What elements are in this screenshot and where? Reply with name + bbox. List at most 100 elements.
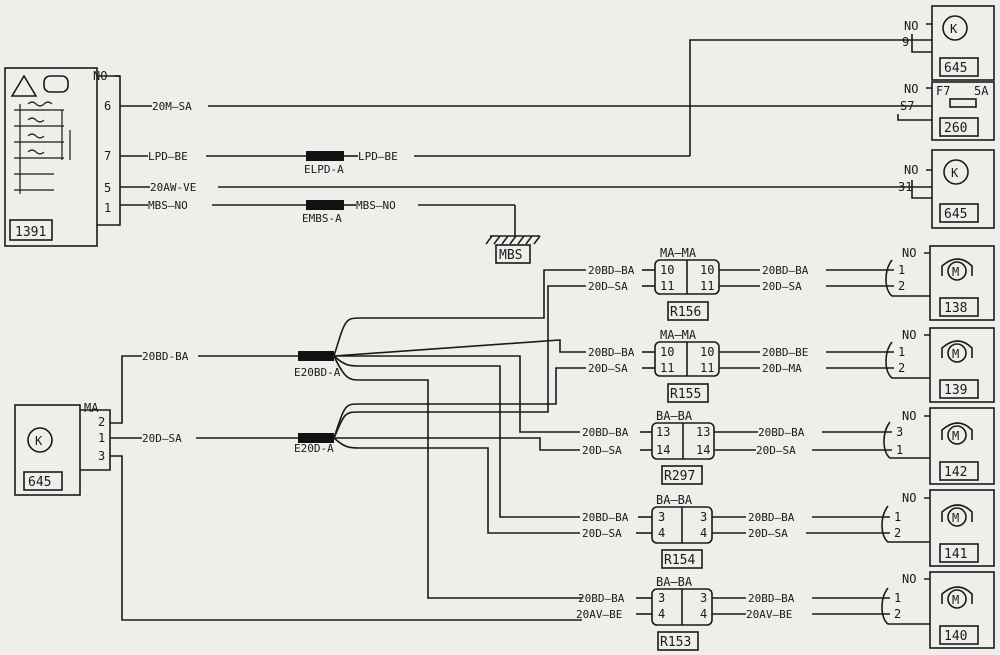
- svg-text:20BD—BA: 20BD—BA: [758, 426, 805, 439]
- connector-r155[interactable]: 20BD—BA 20D—SA MA—MA 10 11 10 11 R155 20…: [588, 328, 885, 403]
- svg-text:K: K: [951, 166, 959, 180]
- wire-20aw-ve[interactable]: 20AW-VE: [120, 181, 898, 194]
- connector-r297[interactable]: 20BD—BA 20D—SA BA—BA 13 14 13 14 R297 20…: [582, 409, 885, 485]
- component-1391-label: 1391: [15, 225, 46, 240]
- motor-icon: [947, 261, 967, 281]
- svg-text:4: 4: [700, 526, 707, 540]
- component-645-left[interactable]: K 645 MA 2 1 3: [14, 401, 111, 496]
- svg-text:20BD—BA: 20BD—BA: [762, 264, 809, 277]
- svg-text:20D—SA: 20D—SA: [582, 444, 622, 457]
- svg-text:5: 5: [104, 181, 111, 195]
- connector-r154[interactable]: 20BD—BA 20D—SA BA—BA 3 4 3 4 R154 20BD—B…: [582, 493, 885, 569]
- svg-text:141: 141: [944, 547, 967, 562]
- wire-mbs-no[interactable]: MBS—NO EMBS-A MBS—NO MBS: [120, 199, 541, 264]
- svg-text:M: M: [952, 511, 959, 525]
- svg-text:MA: MA: [84, 401, 99, 415]
- svg-text:11: 11: [700, 361, 714, 375]
- motor-140[interactable]: NO 1 2 M 140: [881, 571, 995, 649]
- harness-20d: [333, 285, 586, 534]
- svg-text:13: 13: [656, 425, 670, 439]
- svg-text:NO: NO: [902, 246, 916, 260]
- svg-text:20D—SA: 20D—SA: [762, 280, 802, 293]
- svg-text:2: 2: [98, 415, 105, 429]
- svg-text:2: 2: [898, 361, 905, 375]
- hazard-triangle-icon: [10, 74, 38, 97]
- svg-text:MBS—NO: MBS—NO: [356, 199, 396, 212]
- svg-text:E20D-A: E20D-A: [294, 442, 334, 455]
- svg-text:10: 10: [700, 263, 714, 277]
- component-645-mid[interactable]: NO 31 K 645: [898, 149, 995, 229]
- fuse-icon: [949, 98, 977, 108]
- svg-text:20BD-BA: 20BD-BA: [142, 350, 189, 363]
- svg-text:NO: NO: [904, 19, 918, 33]
- svg-text:BA—BA: BA—BA: [656, 575, 693, 589]
- svg-text:K: K: [35, 434, 43, 448]
- svg-text:20AW-VE: 20AW-VE: [150, 181, 196, 194]
- svg-text:14: 14: [656, 443, 670, 457]
- component-260-fuse[interactable]: NO S7 F7 5A 260: [893, 81, 995, 141]
- svg-text:20D—SA: 20D—SA: [748, 527, 788, 540]
- svg-text:645: 645: [944, 61, 967, 76]
- svg-text:LPD—BE: LPD—BE: [148, 150, 188, 163]
- svg-text:4: 4: [658, 607, 665, 621]
- motor-icon-3: [947, 425, 967, 445]
- svg-text:NO: NO: [904, 82, 918, 96]
- svg-text:M: M: [952, 593, 959, 607]
- motor-icon-4: [947, 507, 967, 527]
- component-645-top[interactable]: NO 9 K 645: [898, 5, 995, 81]
- svg-text:13: 13: [696, 425, 710, 439]
- component-1391[interactable]: 1391: [4, 67, 98, 247]
- svg-text:20BD—BA: 20BD—BA: [588, 264, 635, 277]
- svg-text:MBS: MBS: [499, 248, 522, 263]
- switch-circuit-icon: [14, 101, 71, 194]
- svg-text:20BD—BA: 20BD—BA: [582, 426, 629, 439]
- svg-text:1: 1: [896, 443, 903, 457]
- svg-text:6: 6: [104, 99, 111, 113]
- connector-r156[interactable]: 20BD—BA 20D—SA MA—MA 10 11 10 11 R156 20…: [588, 246, 885, 321]
- svg-text:1: 1: [898, 263, 905, 277]
- svg-text:11: 11: [660, 279, 674, 293]
- svg-text:20BD—BE: 20BD—BE: [762, 346, 808, 359]
- svg-text:20BD—BA: 20BD—BA: [582, 511, 629, 524]
- svg-text:R297: R297: [664, 469, 695, 484]
- wire-left-20av-be[interactable]: [110, 455, 582, 621]
- svg-text:K: K: [950, 22, 958, 36]
- motor-142[interactable]: NO 3 1 M 142: [883, 407, 995, 485]
- relay-k-icon-3: [27, 427, 53, 453]
- svg-text:11: 11: [700, 279, 714, 293]
- svg-text:2: 2: [894, 607, 901, 621]
- svg-text:M: M: [952, 265, 959, 279]
- motor-141[interactable]: NO 1 2 M 141: [881, 489, 995, 567]
- wire-20m-sa[interactable]: 20M—SA: [120, 100, 893, 113]
- svg-text:3: 3: [658, 591, 665, 605]
- svg-text:1: 1: [894, 591, 901, 605]
- svg-text:5A: 5A: [974, 84, 989, 98]
- svg-text:3: 3: [98, 449, 105, 463]
- svg-text:20D—SA: 20D—SA: [588, 362, 628, 375]
- splice-embs-a: [306, 200, 344, 210]
- svg-text:BA—BA: BA—BA: [656, 493, 693, 507]
- svg-text:NO: NO: [902, 328, 916, 342]
- motor-brush-icon-2: [941, 340, 973, 358]
- svg-text:645: 645: [944, 207, 967, 222]
- svg-text:20BD—BA: 20BD—BA: [748, 511, 795, 524]
- svg-text:20D—MA: 20D—MA: [762, 362, 802, 375]
- svg-text:F7: F7: [936, 84, 950, 98]
- svg-text:3: 3: [700, 591, 707, 605]
- svg-text:20D—SA: 20D—SA: [756, 444, 796, 457]
- svg-text:20D—SA: 20D—SA: [582, 527, 622, 540]
- splice-e20bd-a: [298, 351, 334, 361]
- wire-lpd-be[interactable]: LPD—BE ELPD-A LPD—BE: [120, 39, 898, 176]
- relay-k-icon: [942, 15, 968, 41]
- wire-left-20d-sa[interactable]: 20D—SA E20D-A: [110, 432, 334, 455]
- svg-text:14: 14: [696, 443, 710, 457]
- motor-139[interactable]: NO 1 2 M 139: [885, 327, 995, 403]
- relay-k-icon-2: [943, 159, 969, 185]
- wire-left-20bd-ba[interactable]: 20BD-BA E20BD-A: [110, 350, 341, 424]
- connector-r153[interactable]: 20BD—BA 20AV—BE BA—BA 3 4 3 4 R153 20BD—…: [576, 575, 885, 651]
- motor-138[interactable]: NO 1 2 M 138: [885, 245, 995, 321]
- svg-text:1: 1: [98, 431, 105, 445]
- svg-text:3: 3: [658, 510, 665, 524]
- svg-text:R153: R153: [660, 635, 691, 650]
